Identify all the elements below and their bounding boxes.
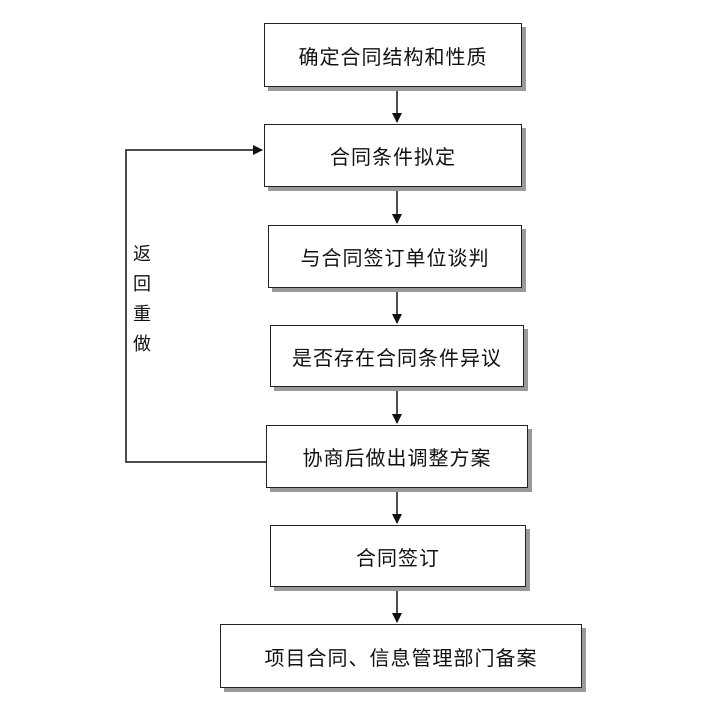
step-label: 确定合同结构和性质 bbox=[298, 44, 488, 69]
step-label: 是否存在合同条件异议 bbox=[292, 345, 502, 370]
step-sign-contract: 合同签订 bbox=[270, 525, 526, 587]
step-make-adjustment-plan: 协商后做出调整方案 bbox=[266, 425, 528, 488]
step-label: 协商后做出调整方案 bbox=[302, 446, 492, 470]
step-label: 合同签订 bbox=[356, 545, 440, 570]
step-negotiate-with-signing-party: 与合同签订单位谈判 bbox=[268, 225, 522, 288]
step-label: 与合同签订单位谈判 bbox=[300, 246, 490, 270]
loop-back-arrow bbox=[125, 145, 266, 463]
loop-label: 返回重做 bbox=[133, 244, 151, 355]
step-file-with-departments: 项目合同、信息管理部门备案 bbox=[220, 624, 582, 688]
step-label: 合同条件拟定 bbox=[330, 145, 456, 169]
step-draft-contract-terms: 合同条件拟定 bbox=[264, 124, 522, 187]
step-label: 项目合同、信息管理部门备案 bbox=[264, 645, 538, 670]
step-check-terms-objection: 是否存在合同条件异议 bbox=[270, 325, 524, 387]
step-determine-contract-structure: 确定合同结构和性质 bbox=[264, 23, 522, 87]
